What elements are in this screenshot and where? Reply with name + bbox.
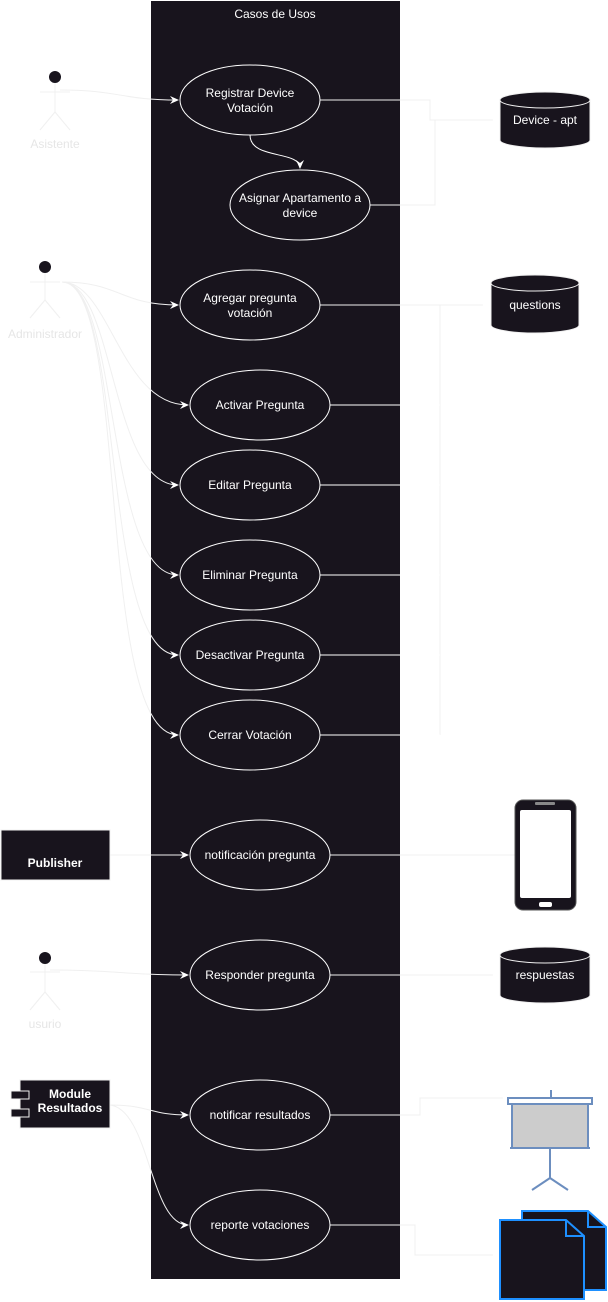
usecase-label: Registrar Device bbox=[206, 86, 295, 100]
usecase-label: Desactivar Pregunta bbox=[196, 648, 305, 662]
module-label-line1: Module bbox=[49, 1087, 91, 1101]
connector-admin-eliminar bbox=[61, 281, 179, 579]
component-publisher: Publisher bbox=[0, 829, 111, 881]
datastore-label: Device - apt bbox=[513, 113, 578, 127]
usecase-label: reporte votaciones bbox=[211, 1218, 310, 1232]
projector-screen-icon bbox=[507, 1090, 593, 1191]
usecase-desactivar-pregunta: Desactivar Pregunta bbox=[179, 619, 321, 691]
usecase-label: notificación pregunta bbox=[205, 848, 316, 862]
system-title: Casos de Usos bbox=[234, 7, 315, 21]
module-label-line2: Resultados bbox=[38, 1101, 103, 1115]
connector-asistente-registrar bbox=[59, 89, 179, 104]
component-port-icon bbox=[10, 1108, 30, 1118]
actor-head-icon bbox=[39, 261, 51, 273]
connector-admin-desactivar bbox=[61, 281, 179, 659]
actor-asistente: Asistente bbox=[30, 71, 80, 151]
usecase-reporte-votaciones: reporte votaciones bbox=[189, 1189, 331, 1261]
connector-module-notificar bbox=[109, 1104, 189, 1119]
usecase-label: Asignar Apartamento a bbox=[239, 191, 361, 205]
connector-registrar-asignar bbox=[249, 134, 304, 169]
usecase-cerrar-votacion: Cerrar Votación bbox=[179, 699, 321, 771]
usecase-activar-pregunta: Activar Pregunta bbox=[189, 369, 331, 441]
datastore-respuestas: respuestas bbox=[499, 946, 591, 1004]
component-module-resultados: Module Resultados bbox=[10, 1079, 111, 1129]
connector-module-reporte bbox=[109, 1104, 189, 1229]
datastore-label: questions bbox=[509, 298, 560, 312]
usecase-label: Agregar pregunta bbox=[203, 291, 297, 305]
datastore-device-apt: Device - apt bbox=[499, 91, 591, 149]
usecase-registrar-device: Registrar Device Votación bbox=[179, 64, 321, 136]
usecase-label: Activar Pregunta bbox=[216, 398, 305, 412]
publisher-label: Publisher bbox=[28, 856, 83, 870]
actor-administrador: Administrador bbox=[8, 261, 82, 341]
connectors bbox=[49, 89, 518, 1259]
usecase-label: Editar Pregunta bbox=[208, 478, 292, 492]
actor-head-icon bbox=[39, 952, 51, 964]
usecase-label: Votación bbox=[227, 101, 273, 115]
usecase-label: votación bbox=[228, 306, 273, 320]
usecase-label: notificar resultados bbox=[210, 1108, 311, 1122]
connector-reporte-documents bbox=[330, 1224, 499, 1259]
actor-label: usurio bbox=[29, 1017, 62, 1031]
usecase-label: Eliminar Pregunta bbox=[202, 568, 298, 582]
documents-icon bbox=[499, 1210, 607, 1300]
usecase-notificacion-pregunta: notificación pregunta bbox=[189, 819, 331, 891]
connector-admin-activar bbox=[61, 281, 189, 409]
actor-label: Asistente bbox=[30, 137, 80, 151]
actor-usuario: usurio bbox=[29, 952, 62, 1031]
component-port-icon bbox=[10, 1090, 30, 1100]
usecase-agregar-pregunta: Agregar pregunta votación bbox=[179, 269, 321, 341]
usecase-label: device bbox=[283, 206, 318, 220]
usecase-eliminar-pregunta: Eliminar Pregunta bbox=[179, 539, 321, 611]
connector-usuario-responder bbox=[49, 969, 189, 979]
mobile-phone-icon bbox=[514, 799, 577, 911]
connector-notificar-screen bbox=[330, 1094, 509, 1116]
datastore-label: respuestas bbox=[516, 968, 575, 982]
connector-asignar-device bbox=[370, 120, 436, 206]
connector-registrar-device bbox=[320, 99, 499, 124]
usecase-asignar-apartamento: Asignar Apartamento a device bbox=[229, 169, 371, 241]
usecase-label: Cerrar Votación bbox=[208, 728, 291, 742]
datastore-questions: questions bbox=[490, 274, 580, 334]
connector-admin-agregar bbox=[61, 281, 179, 309]
connector-admin-cerrar bbox=[61, 281, 179, 739]
usecase-label: Responder pregunta bbox=[205, 968, 315, 982]
usecase-editar-pregunta: Editar Pregunta bbox=[179, 449, 321, 521]
usecase-responder-pregunta: Responder pregunta bbox=[189, 939, 331, 1011]
usecase-notificar-resultados: notificar resultados bbox=[189, 1079, 331, 1151]
actor-label: Administrador bbox=[8, 327, 82, 341]
connector-admin-editar bbox=[61, 281, 179, 489]
actor-head-icon bbox=[49, 71, 61, 83]
